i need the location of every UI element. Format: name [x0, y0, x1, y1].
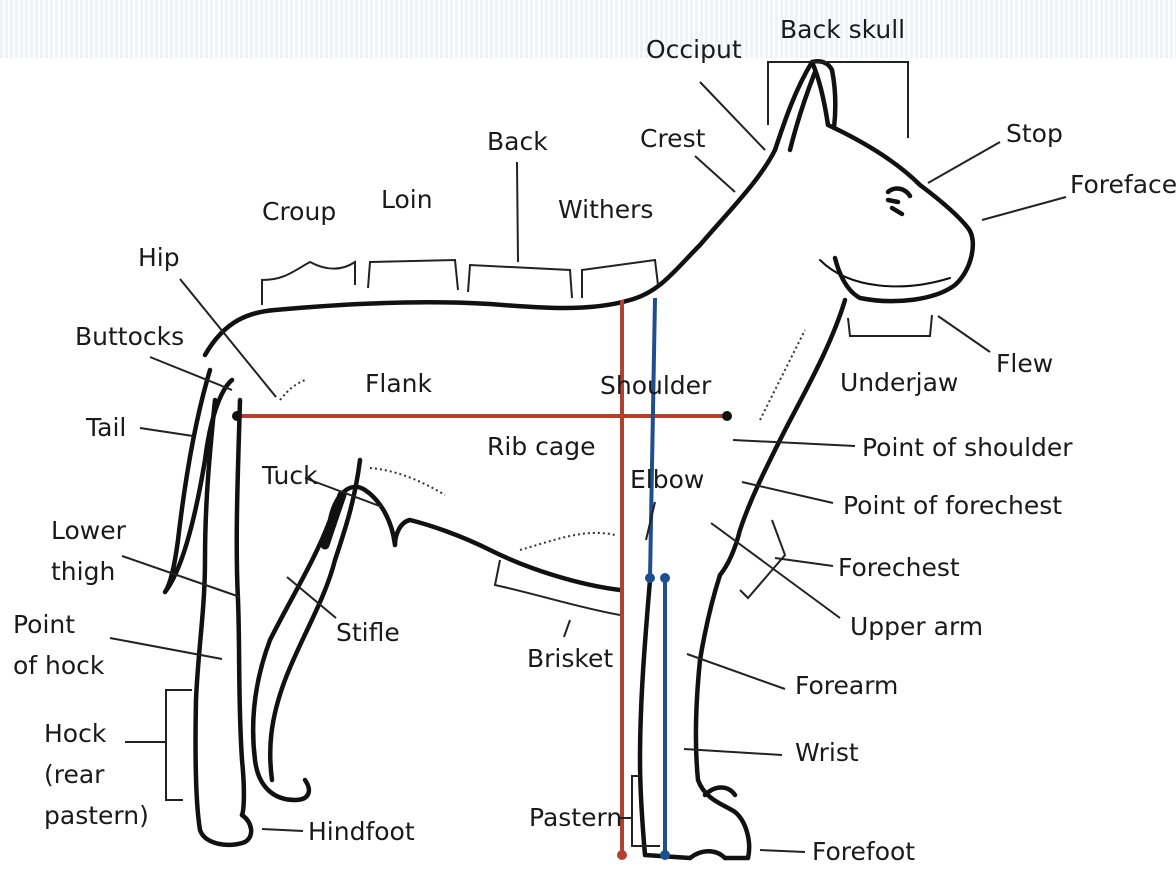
label-flew: Flew: [996, 349, 1053, 378]
label-croup: Croup: [262, 197, 336, 226]
back-bracket: [468, 265, 572, 298]
label-elbow: Elbow: [630, 465, 704, 494]
label-forechest: Forechest: [838, 553, 960, 582]
label-stifle: Stifle: [336, 618, 400, 647]
belly: [365, 490, 620, 590]
blue-elbow-dot: [645, 573, 655, 583]
label-rib-cage: Rib cage: [487, 432, 595, 461]
height-red-foot-dot: [617, 850, 627, 860]
label-back: Back: [487, 127, 548, 156]
height-line-blue-upper: [650, 298, 655, 578]
wrist-leader: [684, 749, 782, 755]
label-tuck: Tuck: [261, 461, 318, 490]
mouth-line: [820, 260, 950, 286]
label-tail: Tail: [85, 413, 126, 442]
label-point-of-hock-2: of hock: [13, 651, 105, 680]
label-stop: Stop: [1006, 119, 1063, 148]
inner-hind-leg: [237, 400, 244, 815]
label-forearm: Forearm: [795, 671, 898, 700]
buttocks-leader: [150, 357, 232, 390]
label-lower-thigh-1: Lower: [51, 516, 127, 545]
crest-leader: [695, 156, 735, 192]
throat: [720, 300, 845, 575]
label-hip: Hip: [138, 243, 180, 272]
loin-bracket: [368, 260, 458, 290]
label-upper-arm: Upper arm: [850, 612, 983, 641]
label-forefoot: Forefoot: [812, 837, 915, 866]
back-leader: [517, 162, 518, 262]
label-point-of-hock-1: Point: [13, 610, 75, 639]
hindfoot-leader: [262, 829, 303, 831]
croup-bracket: [262, 262, 355, 305]
pastern-bracket: [632, 776, 660, 846]
label-loin: Loin: [381, 185, 433, 214]
label-hock-1: Hock: [44, 719, 107, 748]
front-leg-front: [696, 575, 749, 858]
hip-contour: [280, 380, 305, 400]
label-hock-3: pastern): [44, 801, 149, 830]
label-pastern: Pastern: [529, 803, 622, 832]
flew-leader: [938, 316, 990, 352]
label-shoulder: Shoulder: [600, 371, 712, 400]
forechest-leader: [775, 558, 833, 566]
forefoot-leader: [760, 850, 805, 852]
length-start-dot: [232, 411, 242, 421]
label-occiput: Occiput: [646, 35, 742, 64]
label-hock-2: (rear: [44, 760, 105, 789]
label-point-of-forechest: Point of forechest: [843, 491, 1062, 520]
upper-arm-leader: [711, 523, 840, 618]
label-flank: Flank: [365, 369, 432, 398]
label-hindfoot: Hindfoot: [308, 817, 415, 846]
stop-leader: [928, 142, 1000, 183]
underjaw-bracket: [848, 315, 932, 336]
label-crest: Crest: [640, 124, 706, 153]
label-foreface: Foreface: [1070, 170, 1176, 199]
hock-bracket: [166, 690, 192, 800]
foreface-leader: [982, 197, 1066, 220]
eye: [888, 189, 910, 214]
blue-foot-dot: [660, 850, 670, 860]
back-skull-bracket: [768, 62, 908, 138]
tail: [165, 370, 232, 592]
tail-leader: [140, 428, 193, 436]
label-underjaw: Underjaw: [840, 368, 958, 397]
thigh-contour: [370, 468, 445, 495]
blue-elbow-dot-2: [660, 573, 670, 583]
occiput-leader: [700, 82, 765, 150]
label-point-of-shoulder: Point of shoulder: [862, 433, 1073, 462]
label-wrist: Wrist: [795, 738, 859, 767]
rib-contour: [520, 533, 615, 550]
labels: Back skull Occiput Crest Stop Foreface B…: [13, 15, 1176, 866]
point-of-shoulder-leader: [733, 440, 855, 446]
label-back-skull: Back skull: [780, 15, 905, 44]
point-of-hock-leader: [110, 638, 222, 659]
forearm-leader: [687, 654, 785, 689]
label-buttocks: Buttocks: [75, 322, 184, 351]
length-end-dot: [722, 411, 732, 421]
label-withers: Withers: [558, 195, 653, 224]
brisket-leader: [564, 620, 570, 637]
label-brisket: Brisket: [527, 644, 613, 673]
label-lower-thigh-2: thigh: [51, 557, 115, 586]
topline: [205, 150, 775, 355]
